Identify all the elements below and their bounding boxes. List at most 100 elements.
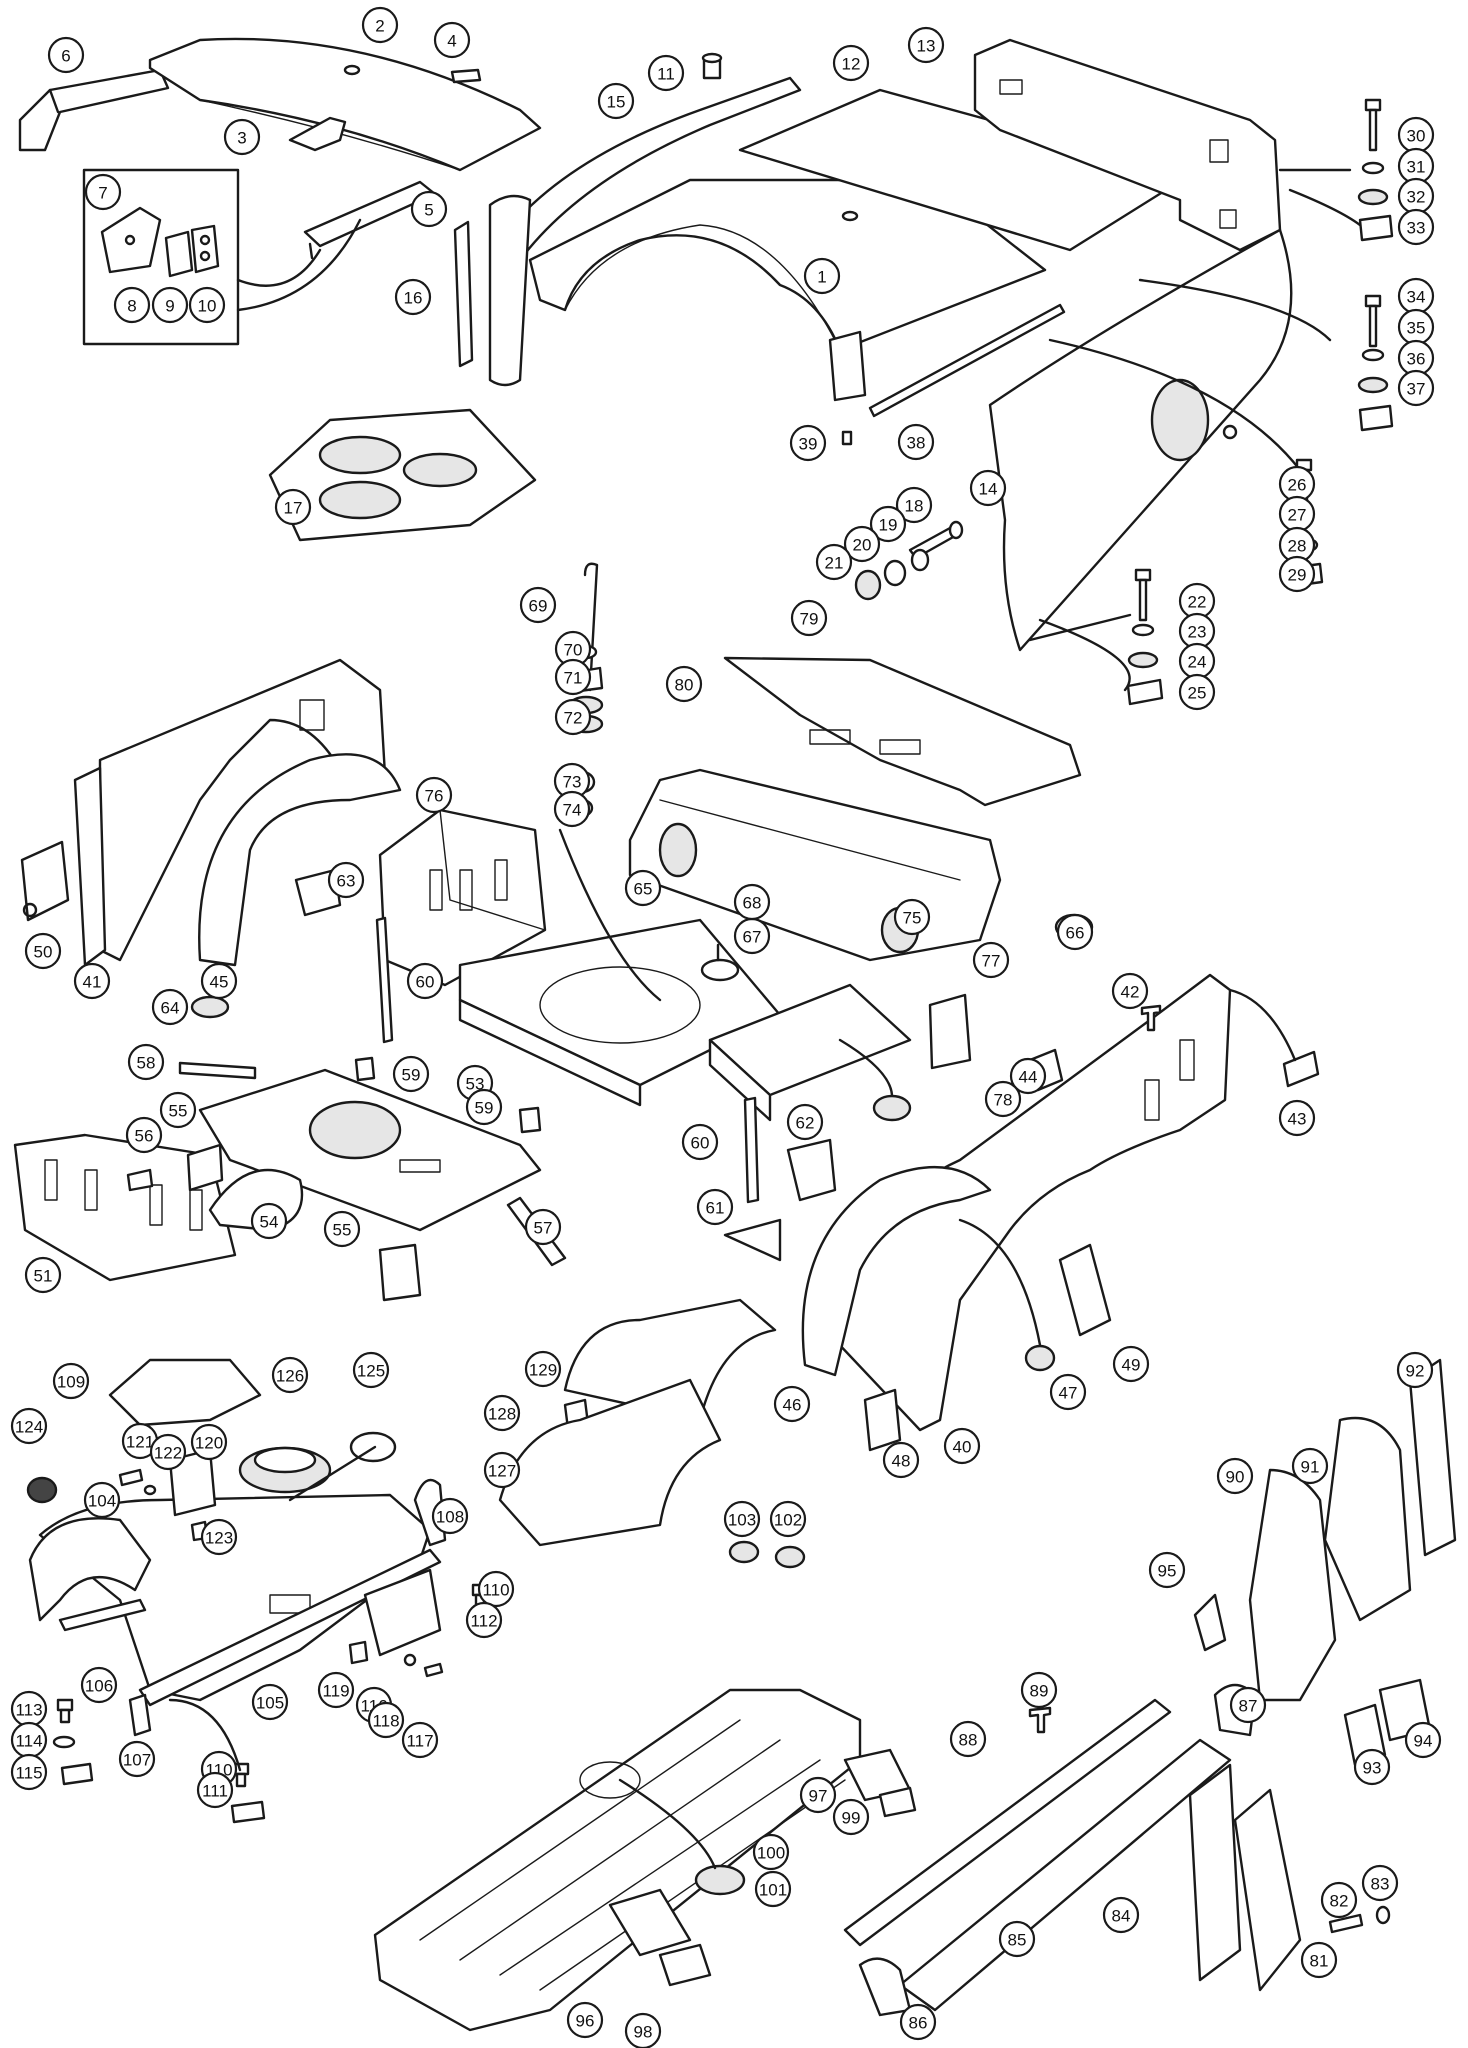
callout-label: 26 xyxy=(1288,476,1307,495)
part-61-gusset xyxy=(723,1218,782,1262)
callout-95: 95 xyxy=(1148,1551,1186,1589)
callout-circle xyxy=(323,1210,361,1248)
callout-label: 129 xyxy=(529,1361,557,1380)
callout-label: 106 xyxy=(85,1677,113,1696)
part-59-clip-top xyxy=(354,1056,376,1082)
callout-label: 83 xyxy=(1371,1875,1390,1894)
callout-circle xyxy=(1291,1447,1329,1485)
callout-13: 13 xyxy=(907,26,945,64)
callout-17: 17 xyxy=(274,488,312,526)
callout-circle xyxy=(83,1481,121,1519)
callout-37: 37 xyxy=(1397,369,1435,407)
callout-label: 72 xyxy=(564,709,583,728)
callout-circle xyxy=(1396,1351,1434,1389)
callout-circle xyxy=(789,424,827,462)
callout-label: 98 xyxy=(634,2023,653,2042)
callout-46: 46 xyxy=(773,1385,811,1423)
part-16-strip xyxy=(453,220,474,368)
callout-circle xyxy=(566,2001,604,2039)
callout-circle xyxy=(984,1080,1022,1118)
callout-circle xyxy=(1320,1881,1358,1919)
callout-39: 39 xyxy=(789,424,827,462)
callout-circle xyxy=(949,1720,987,1758)
callout-21: 21 xyxy=(815,543,853,581)
part-119-clip xyxy=(348,1640,369,1665)
part-62-bracket xyxy=(786,1138,837,1202)
callout-label: 97 xyxy=(809,1787,828,1806)
callout-label: 69 xyxy=(529,597,548,616)
callout-label: 79 xyxy=(800,610,819,629)
callout-20: 20 xyxy=(843,525,881,563)
callout-circle xyxy=(1229,1686,1267,1724)
callout-circle xyxy=(125,1116,163,1154)
callout-33: 33 xyxy=(1397,208,1435,246)
callout-47: 47 xyxy=(1049,1373,1087,1411)
callout-label: 31 xyxy=(1407,158,1426,177)
callout-73: 73 xyxy=(553,762,591,800)
callout-label: 59 xyxy=(475,1099,494,1118)
callout-74: 74 xyxy=(553,790,591,828)
callout-label: 17 xyxy=(284,499,303,518)
callout-label: 55 xyxy=(169,1102,188,1121)
callout-circle xyxy=(127,1043,165,1081)
callout-label: 7 xyxy=(98,184,107,203)
callout-99: 99 xyxy=(832,1798,870,1836)
callout-label: 50 xyxy=(34,943,53,962)
callout-91: 91 xyxy=(1291,1447,1329,1485)
callout-circle xyxy=(223,118,261,156)
callout-circle xyxy=(483,1451,521,1489)
part-101-plug xyxy=(694,1864,746,1896)
callout-119: 119 xyxy=(317,1671,355,1709)
part-78-plug xyxy=(872,1094,912,1122)
part-53-floor-section xyxy=(198,1068,542,1232)
callout-circle xyxy=(754,1870,792,1908)
callout-label: 92 xyxy=(1406,1362,1425,1381)
callout-label: 67 xyxy=(743,928,762,947)
callout-label: 70 xyxy=(564,641,583,660)
callout-54: 54 xyxy=(250,1202,288,1240)
part-15-side-rail xyxy=(488,76,802,387)
callout-circle xyxy=(519,586,557,624)
callout-label: 1 xyxy=(817,268,826,287)
callout-90: 90 xyxy=(1216,1457,1254,1495)
callout-30: 30 xyxy=(1397,116,1435,154)
callout-44: 44 xyxy=(1009,1057,1047,1095)
callout-label: 81 xyxy=(1310,1952,1329,1971)
callout-124: 124 xyxy=(10,1407,48,1445)
callout-label: 56 xyxy=(135,1127,154,1146)
callout-label: 5 xyxy=(424,201,433,220)
part-117-screw xyxy=(423,1662,444,1678)
part-100-floor-pan xyxy=(373,1688,862,2032)
callout-label: 39 xyxy=(799,435,818,454)
callout-105: 105 xyxy=(251,1683,289,1721)
callout-92: 92 xyxy=(1396,1351,1434,1389)
part-38-strip xyxy=(868,303,1066,418)
part-79-cross-panel xyxy=(723,656,1082,807)
callout-circle xyxy=(969,469,1007,507)
callout-87: 87 xyxy=(1229,1686,1267,1724)
callout-circle xyxy=(483,1394,521,1432)
callout-107: 107 xyxy=(118,1740,156,1778)
callout-35: 35 xyxy=(1397,308,1435,346)
part-116-plate xyxy=(363,1568,442,1657)
callout-31: 31 xyxy=(1397,147,1435,185)
callout-circle xyxy=(392,1055,430,1093)
part-17-fixings-kit xyxy=(268,408,537,542)
part-121-bolt xyxy=(118,1468,144,1487)
callout-label: 45 xyxy=(210,973,229,992)
callout-circle xyxy=(972,941,1010,979)
callout-77: 77 xyxy=(972,941,1010,979)
fasteners-30-37 xyxy=(1357,98,1394,432)
callout-51: 51 xyxy=(24,1256,62,1294)
part-50-hole xyxy=(22,902,38,918)
callout-circle xyxy=(843,525,881,563)
callout-label: 109 xyxy=(57,1373,85,1392)
callout-78: 78 xyxy=(984,1080,1022,1118)
callout-circle xyxy=(200,1518,238,1556)
callout-55: 55 xyxy=(323,1210,361,1248)
callout-58: 58 xyxy=(127,1043,165,1081)
callout-label: 89 xyxy=(1030,1682,1049,1701)
callout-circle xyxy=(869,505,907,543)
callout-circle xyxy=(1397,208,1435,246)
